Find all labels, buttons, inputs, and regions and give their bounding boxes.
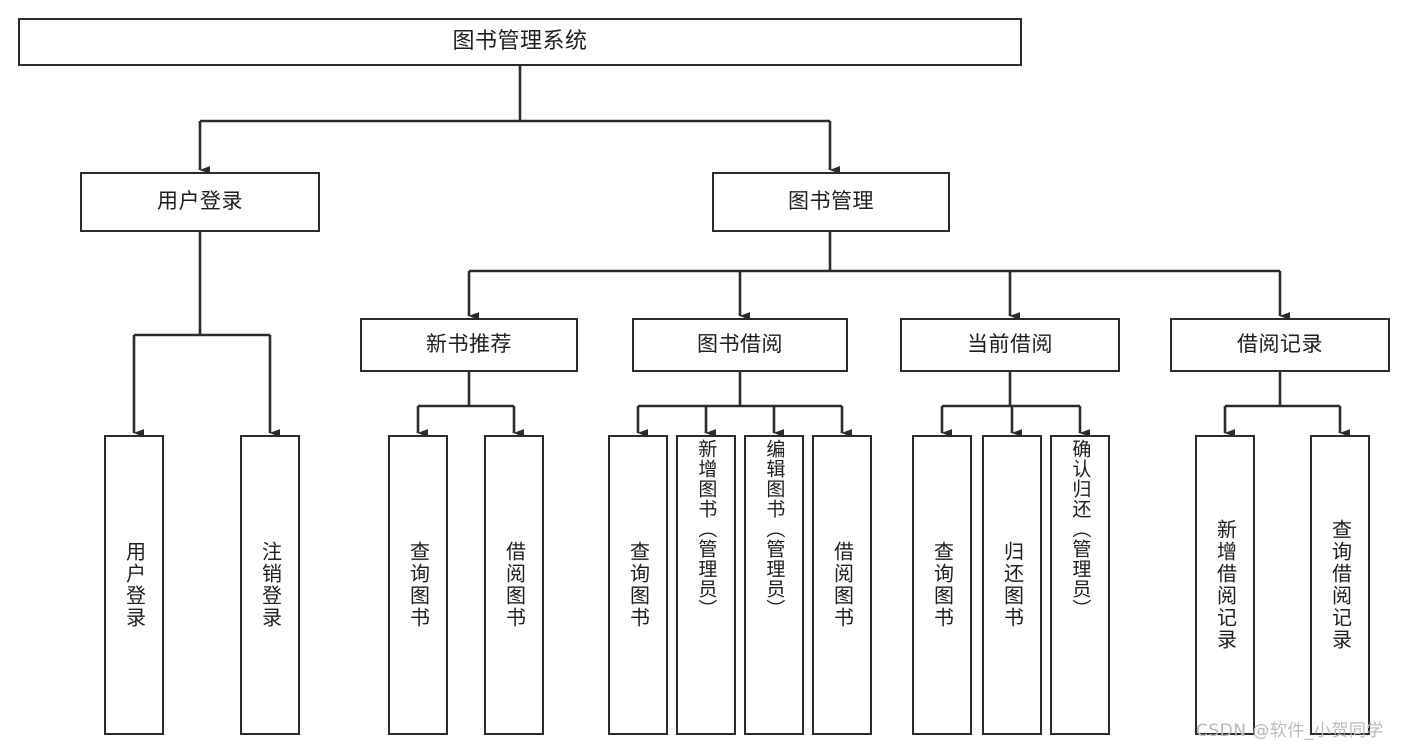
node-leaf-query-book-3-label: 查询图书 [930, 541, 955, 629]
node-leaf-borrow-book-2[interactable]: 借阅图书 [812, 435, 872, 735]
csdn-watermark: CSDN @软件_小贺同学 [1196, 721, 1384, 741]
node-leaf-confirm-return-admin[interactable]: 确认归还（管理员） [1050, 435, 1110, 735]
node-leaf-add-borrow-record-label: 新增借阅记录 [1213, 519, 1238, 651]
node-current-borrow-label: 当前借阅 [967, 332, 1053, 357]
node-leaf-query-book-2-label: 查询图书 [626, 541, 651, 629]
node-leaf-query-book-1[interactable]: 查询图书 [388, 435, 448, 735]
node-book-borrow[interactable]: 图书借阅 [632, 318, 848, 372]
node-leaf-query-book-2[interactable]: 查询图书 [608, 435, 668, 735]
node-leaf-return-book[interactable]: 归还图书 [982, 435, 1042, 735]
node-root[interactable]: 图书管理系统 [18, 18, 1022, 66]
node-leaf-user-login[interactable]: 用户登录 [104, 435, 164, 735]
node-borrow-record-label: 借阅记录 [1237, 332, 1323, 357]
node-user-login[interactable]: 用户登录 [80, 172, 320, 232]
node-leaf-user-login-label: 用户登录 [122, 541, 147, 629]
node-leaf-logout[interactable]: 注销登录 [240, 435, 300, 735]
node-leaf-borrow-book-2-label: 借阅图书 [830, 541, 855, 629]
node-user-login-label: 用户登录 [157, 189, 243, 214]
node-leaf-edit-book-admin-label: 编辑图书（管理员） [763, 439, 786, 619]
node-new-book-recommend[interactable]: 新书推荐 [360, 318, 578, 372]
node-borrow-record[interactable]: 借阅记录 [1170, 318, 1390, 372]
node-leaf-add-borrow-record[interactable]: 新增借阅记录 [1195, 435, 1255, 735]
node-book-manage-label: 图书管理 [788, 189, 874, 214]
node-leaf-query-borrow-record-label: 查询借阅记录 [1328, 519, 1353, 651]
node-leaf-return-book-label: 归还图书 [1000, 541, 1025, 629]
node-leaf-add-book-admin[interactable]: 新增图书（管理员） [676, 435, 736, 735]
node-leaf-logout-label: 注销登录 [258, 541, 283, 629]
node-leaf-query-book-1-label: 查询图书 [406, 541, 431, 629]
node-book-manage[interactable]: 图书管理 [712, 172, 950, 232]
node-root-label: 图书管理系统 [452, 28, 588, 54]
node-book-borrow-label: 图书借阅 [697, 332, 783, 357]
node-leaf-edit-book-admin[interactable]: 编辑图书（管理员） [744, 435, 804, 735]
node-leaf-borrow-book-1[interactable]: 借阅图书 [484, 435, 544, 735]
node-leaf-add-book-admin-label: 新增图书（管理员） [695, 439, 718, 619]
node-current-borrow[interactable]: 当前借阅 [900, 318, 1120, 372]
node-leaf-confirm-return-admin-label: 确认归还（管理员） [1069, 439, 1092, 619]
node-new-book-recommend-label: 新书推荐 [426, 332, 512, 357]
node-leaf-query-book-3[interactable]: 查询图书 [912, 435, 972, 735]
node-leaf-query-borrow-record[interactable]: 查询借阅记录 [1310, 435, 1370, 735]
node-leaf-borrow-book-1-label: 借阅图书 [502, 541, 527, 629]
